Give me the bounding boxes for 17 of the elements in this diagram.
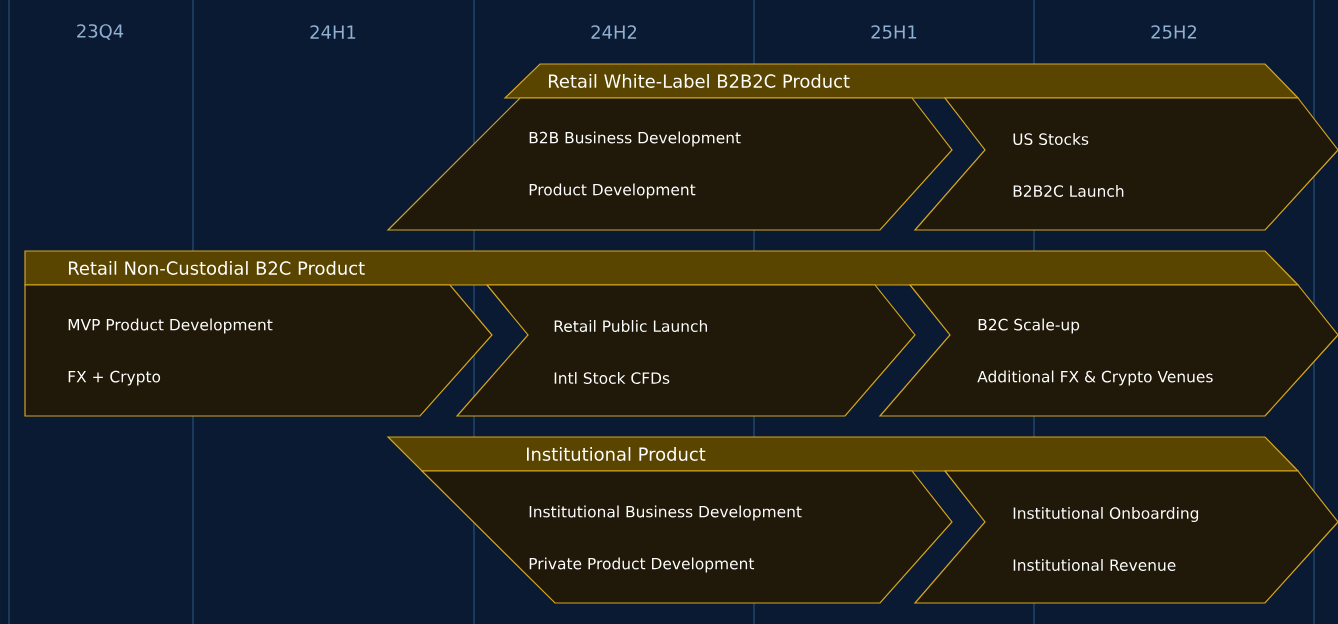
chevron-step: US Stocks B2B2C Launch	[913, 97, 1338, 231]
column-header: 24H1	[310, 25, 356, 39]
column-header: 24H2	[591, 25, 637, 39]
chevron-step: Retail Public Launch Intl Stock CFDs	[455, 284, 916, 417]
category-banner: Retail Non-Custodial B2C Product	[24, 250, 1300, 286]
node-label: Institutional Revenue	[1013, 558, 1176, 571]
node-label: B2B2C Launch	[1013, 184, 1124, 197]
node-label: Additional FX & Crypto Venues	[977, 370, 1213, 386]
chevron-step: MVP Product Development FX + Crypto	[24, 284, 493, 417]
column-header: 25H1	[871, 25, 917, 39]
column-header: 25H2	[1151, 25, 1197, 39]
node-label: B2C Scale-up	[978, 318, 1080, 334]
column-header: 23Q4	[77, 24, 124, 40]
node-label: US Stocks	[1013, 133, 1089, 146]
node-label: Institutional Onboarding	[1013, 507, 1199, 522]
chevron-step: B2C Scale-up Additional FX & Crypto Venues	[878, 284, 1338, 417]
chevron-step: Institutional Onboarding Institutional Revenue	[913, 470, 1338, 604]
